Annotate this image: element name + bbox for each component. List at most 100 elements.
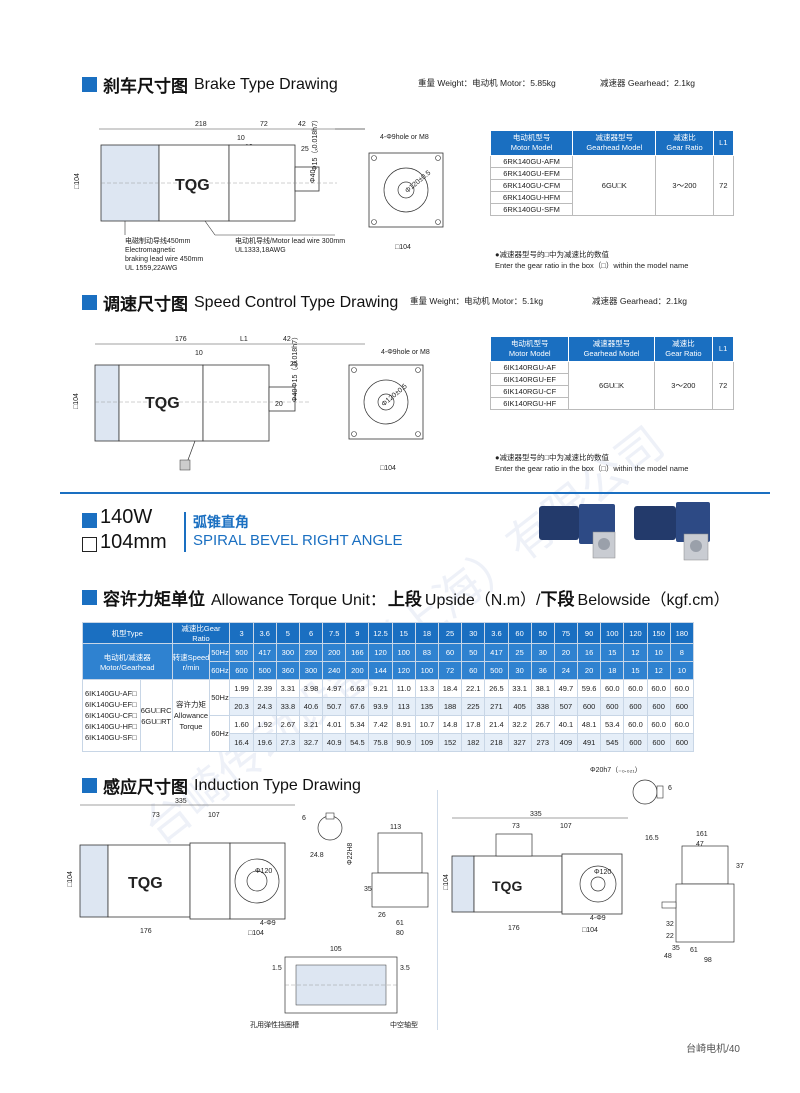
brake-weight-motor: 重量 Weight：电动机 Motor：5.85kg xyxy=(418,78,556,88)
title-square-icon xyxy=(82,77,97,92)
dim-40: Φ40 xyxy=(310,170,317,183)
dim-335: 335 xyxy=(530,811,542,818)
spec-power: 140W xyxy=(100,506,153,528)
ratio-cell: 3～200 xyxy=(655,155,714,216)
model-cell: 6RK140GU-HFM xyxy=(489,191,574,204)
model-cell: 6RK140GU-CFM xyxy=(489,179,574,192)
dim-40: Φ40 xyxy=(292,389,299,402)
dim-bolt: 4-Φ9 xyxy=(260,920,276,927)
title-square-icon xyxy=(82,295,97,310)
dim-shaft: Φ22H8 xyxy=(347,843,354,865)
brake-title-en: Brake Type Drawing xyxy=(194,75,338,93)
induction-label-1: 孔用弹性挡圈槽 xyxy=(250,1020,299,1029)
spec-frame: 104mm xyxy=(100,531,167,553)
brake-logo: TQG xyxy=(175,177,210,194)
dim-165: 16.5 xyxy=(645,835,659,842)
dim-pcd: Φ120 xyxy=(594,869,611,876)
brake-drawing: 218 72 42 10 25 10 TQG □104 Φ15（ₓ0.018h7… xyxy=(74,116,444,272)
torque-title-down-cn: 下段 xyxy=(540,590,575,609)
ratio-cell: 3～200 xyxy=(653,361,714,410)
dim-104: □104 xyxy=(73,393,80,409)
torque-row: 6IK140GU-AF□6IK140GU-EF□6IK140GU-CF□6IK1… xyxy=(82,679,695,752)
h-ratio: 减速比Gear Ratio xyxy=(171,622,231,644)
torque-title-up-cn: 上段 xyxy=(387,590,422,609)
title-square-icon xyxy=(82,590,97,605)
dim-shaft-top: Φ20h7（₋₀.₀₂₁） xyxy=(590,766,642,774)
model-cell: 6IK140RGU-EF xyxy=(489,373,570,386)
brake-lead1-ul: UL 1559,22AWG xyxy=(125,265,177,272)
torque-title-down-en: Belowside（kgf.cm） xyxy=(577,591,730,609)
speed-section-title: 调速尺寸图 Speed Control Type Drawing xyxy=(82,290,398,315)
l1-cell: 72 xyxy=(712,155,735,216)
dim-sq104: □104 xyxy=(395,244,411,251)
h-60hz: 60Hz xyxy=(209,661,231,680)
dim-25: 25 xyxy=(290,361,298,368)
h-50hz: 50Hz xyxy=(209,643,231,662)
th-l1: L1 xyxy=(712,130,735,156)
spec-power-square-icon xyxy=(82,513,97,528)
induction-right-logo: TQG xyxy=(492,878,522,894)
model-cell: 6IK140RGU-CF xyxy=(489,385,570,398)
dim-61: 61 xyxy=(690,947,698,954)
brake-lead2-ul: UL1333,18AWG xyxy=(235,247,286,254)
dim-sq104: □104 xyxy=(380,465,396,472)
dim-bolt: 4-Φ9hole or M8 xyxy=(381,349,430,356)
dim-sq: □104 xyxy=(248,930,264,937)
dim-218: 218 xyxy=(195,121,207,128)
title-square-icon xyxy=(82,778,97,793)
brake-lead1-cn: 电磁制动导线450mm xyxy=(125,236,191,245)
dim-22: 22 xyxy=(666,933,674,940)
speed-note: ●减速器型号的□中为减速比的数值 Enter the gear ratio in… xyxy=(495,452,688,474)
speed-title-cn: 调速尺寸图 xyxy=(103,295,188,314)
induction-title-cn: 感应尺寸图 xyxy=(103,778,188,797)
speed-title-en: Speed Control Type Drawing xyxy=(194,293,399,311)
gearhead-cell: 6GU□K xyxy=(572,155,657,216)
dim-6: 6 xyxy=(668,785,672,792)
brake-weight-gear: 减速器 Gearhead：2.1kg xyxy=(600,78,695,88)
dim-104: □104 xyxy=(443,874,450,890)
dim-104: □104 xyxy=(74,173,81,189)
dim-3: 3.5 xyxy=(400,965,410,972)
product-photo-2 xyxy=(634,502,710,561)
dim-73: 73 xyxy=(152,812,160,819)
torque-title-cn: 容许力矩单位 xyxy=(103,590,205,609)
dim-25: 25 xyxy=(301,146,309,153)
dim-72: 72 xyxy=(260,121,268,128)
model-cell: 6RK140GU-SFM xyxy=(489,203,574,216)
dim-335: 335 xyxy=(175,798,187,805)
brake-lead2-en: 电动机导线/Motor lead wire 300mm xyxy=(235,236,345,245)
dim-35: 35 xyxy=(364,886,372,893)
dim-104: □104 xyxy=(67,871,74,887)
dim-98: 98 xyxy=(704,957,712,964)
brake-note-cn: ●减速器型号的□中为减速比的数值 xyxy=(495,250,610,259)
brake-section-title: 刹车尺寸图 Brake Type Drawing xyxy=(82,72,338,97)
section-divider xyxy=(60,492,770,494)
torque-60hz: 60Hz xyxy=(209,715,231,752)
dim-shaft: Φ15（ₓ0.018h7） xyxy=(291,333,299,388)
dim-80: 80 xyxy=(396,930,404,937)
dim-105: 105 xyxy=(330,946,342,953)
dim-176: 176 xyxy=(175,336,187,343)
dim-bolt: 4-Φ9 xyxy=(590,915,606,922)
th-l1: L1 xyxy=(712,336,734,362)
torque-section-title: 容许力矩单位 Allowance Torque Unit： 上段 Upside（… xyxy=(82,585,730,610)
induction-left-logo: TQG xyxy=(128,875,163,892)
induction-separator xyxy=(437,790,438,1030)
page-footer: 台崎电机/40 xyxy=(686,1044,740,1055)
dim-6: 6 xyxy=(302,815,306,822)
spec-type-cn: 弧锥直角 xyxy=(193,515,249,531)
dim-48: 48 xyxy=(664,953,672,960)
